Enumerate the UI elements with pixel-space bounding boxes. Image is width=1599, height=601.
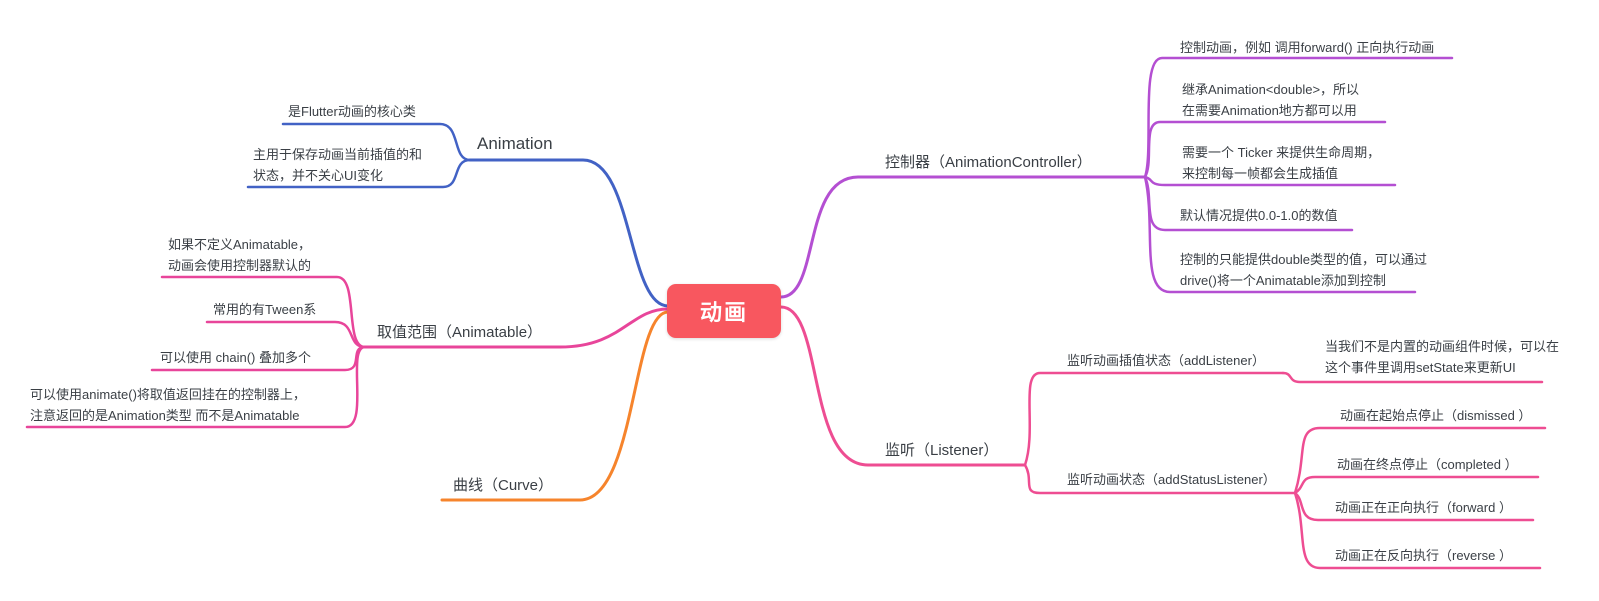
node-listener-setstate[interactable]: 当我们不是内置的动画组件时候，可以在 这个事件里调用setState来更新UI <box>1325 339 1560 375</box>
connector-line <box>1281 371 1544 384</box>
root-node[interactable]: 动画 <box>667 284 781 338</box>
node-status-completed[interactable]: 动画在终点停止（completed ） <box>1337 457 1518 472</box>
connector-line <box>1143 175 1417 294</box>
node-listener-addstatuslistener[interactable]: 监听动画状态（addStatusListener） <box>1067 472 1276 487</box>
node-controller-default-range[interactable]: 默认情况提供0.0-1.0的数值 <box>1180 208 1338 223</box>
node-controller-forward[interactable]: 控制动画，例如 调用forward() 正向执行动画 <box>1180 40 1435 55</box>
node-animation[interactable]: Animation <box>477 134 553 153</box>
connector-line <box>1293 491 1542 570</box>
node-animatable-default[interactable]: 如果不定义Animatable， 动画会使用控制器默认的 <box>168 237 312 273</box>
connector-line <box>160 275 367 349</box>
node-status-reverse[interactable]: 动画正在反向执行（reverse ） <box>1335 548 1512 563</box>
connector-line <box>440 310 670 502</box>
node-listener-addlistener[interactable]: 监听动画插值状态（addListener） <box>1067 353 1265 368</box>
branch-curve-connectors <box>440 310 670 502</box>
connector-line <box>1143 120 1387 179</box>
node-status-dismissed[interactable]: 动画在起始点停止（dismissed ） <box>1340 408 1532 423</box>
node-controller-ticker[interactable]: 需要一个 Ticker 来提供生命周期， 来控制每一帧都会生成插值 <box>1182 145 1381 181</box>
connector-line <box>1293 426 1547 495</box>
connector-line <box>779 175 1147 299</box>
node-listener[interactable]: 监听（Listener） <box>885 442 999 459</box>
node-animatable-chain[interactable]: 可以使用 chain() 叠加多个 <box>160 350 311 365</box>
branch-listener-connectors <box>779 305 1547 570</box>
branch-animation-connectors <box>246 122 670 308</box>
node-animatable-animate[interactable]: 可以使用animate()将取值返回挂在的控制器上， 注意返回的是Animati… <box>30 387 306 423</box>
node-animation-purpose[interactable]: 主用于保存动画当前插值的和 状态，并不关心UI变化 <box>253 147 423 183</box>
connector-line <box>281 122 472 162</box>
connector-line <box>779 305 1027 467</box>
branch-animatable-connectors <box>25 275 670 429</box>
node-status-forward[interactable]: 动画正在正向执行（forward ） <box>1335 500 1512 515</box>
connector-line <box>25 345 367 429</box>
connector-line <box>205 320 367 349</box>
connector-line <box>1293 491 1535 522</box>
node-controller-drive[interactable]: 控制的只能提供double类型的值，可以通过 drive()将一个Animata… <box>1180 252 1428 288</box>
node-animation-core-class[interactable]: 是Flutter动画的核心类 <box>288 104 416 119</box>
connector-line <box>1023 371 1285 467</box>
branch-controller-connectors <box>779 56 1454 299</box>
connector-line <box>246 158 472 189</box>
node-controller[interactable]: 控制器（AnimationController） <box>885 154 1092 171</box>
node-animatable[interactable]: 取值范围（Animatable） <box>377 324 543 341</box>
connector-line <box>1143 175 1397 187</box>
node-controller-inherit[interactable]: 继承Animation<double>，所以 在需要Animation地方都可以… <box>1182 82 1360 118</box>
node-animatable-tween[interactable]: 常用的有Tween系 <box>213 302 317 317</box>
root-node-label: 动画 <box>699 300 748 325</box>
connector-line <box>468 158 670 308</box>
connector-line <box>363 307 670 349</box>
connector-line <box>1023 463 1297 495</box>
node-curve[interactable]: 曲线（Curve） <box>453 477 554 494</box>
connector-line <box>1293 475 1540 495</box>
